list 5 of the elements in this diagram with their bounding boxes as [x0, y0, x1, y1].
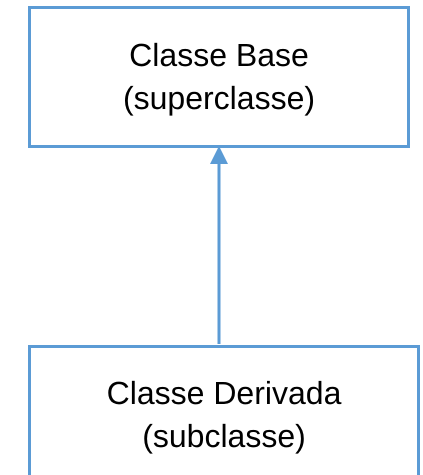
class-box — [28, 6, 410, 148]
inheritance-arrow — [210, 146, 228, 344]
class-box — [28, 345, 420, 475]
class-name: Classe Base (superclasse) — [122, 36, 316, 118]
class-name: Classe Derivada (subclasse) — [106, 374, 342, 456]
